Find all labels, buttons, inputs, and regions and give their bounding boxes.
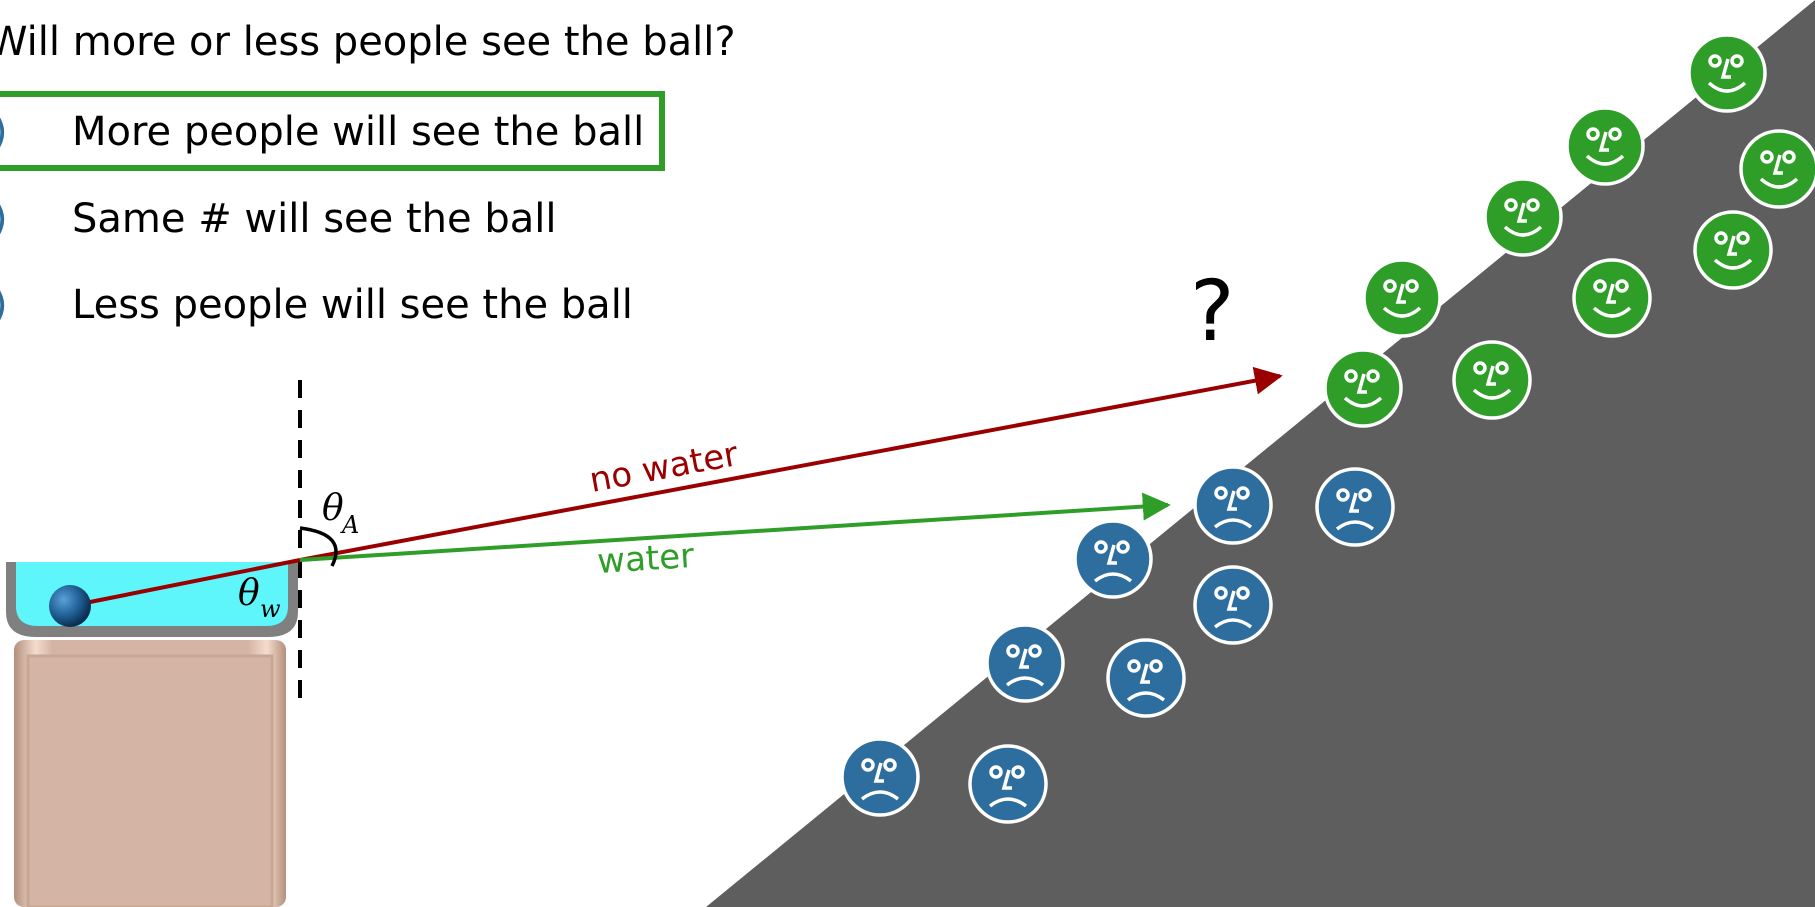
table xyxy=(14,640,286,907)
happy-face-icon xyxy=(1572,258,1652,338)
happy-face-icon xyxy=(1323,348,1403,428)
option-c-label[interactable]: Less people will see the ball xyxy=(72,282,633,328)
happy-face-icon xyxy=(1565,106,1645,186)
happy-face-icon xyxy=(1483,177,1563,257)
option-a-marker: ) xyxy=(0,109,8,155)
option-a-label[interactable]: More people will see the ball xyxy=(72,109,644,155)
ray-in-water xyxy=(69,558,301,608)
sad-face-icon xyxy=(1193,465,1273,545)
happy-face-icon xyxy=(1739,129,1815,209)
water-label: water xyxy=(596,536,695,582)
theta-w-subscript: w xyxy=(260,595,281,623)
theta-a-subscript: A xyxy=(340,511,359,539)
theta-w-symbol: θ xyxy=(238,573,260,614)
happy-face-icon xyxy=(1362,258,1442,338)
option-c-marker: ) xyxy=(0,282,8,328)
sad-face-icon xyxy=(1073,519,1153,599)
sad-face-icon xyxy=(1193,565,1273,645)
happy-face-icon xyxy=(1452,340,1532,420)
question-text: Will more or less people see the ball? xyxy=(0,19,736,65)
question-mark: ? xyxy=(1190,262,1235,360)
ray-no-water xyxy=(299,366,1283,562)
ray-water xyxy=(299,492,1171,562)
sad-face-icon xyxy=(1106,638,1186,718)
happy-face-icon xyxy=(1687,33,1767,113)
ball xyxy=(49,585,91,627)
happy-face-icon xyxy=(1693,210,1773,290)
answer-highlight-box xyxy=(0,91,665,171)
option-b-marker: ) xyxy=(0,196,8,242)
theta-a-symbol: θ xyxy=(322,488,344,529)
sad-face-icon xyxy=(968,744,1048,824)
angle-arc xyxy=(299,526,338,567)
option-b-label[interactable]: Same # will see the ball xyxy=(72,196,556,242)
sad-face-icon xyxy=(985,623,1065,703)
audience-faces xyxy=(840,33,1815,824)
sad-face-icon xyxy=(840,737,920,817)
sad-face-icon xyxy=(1315,467,1395,547)
